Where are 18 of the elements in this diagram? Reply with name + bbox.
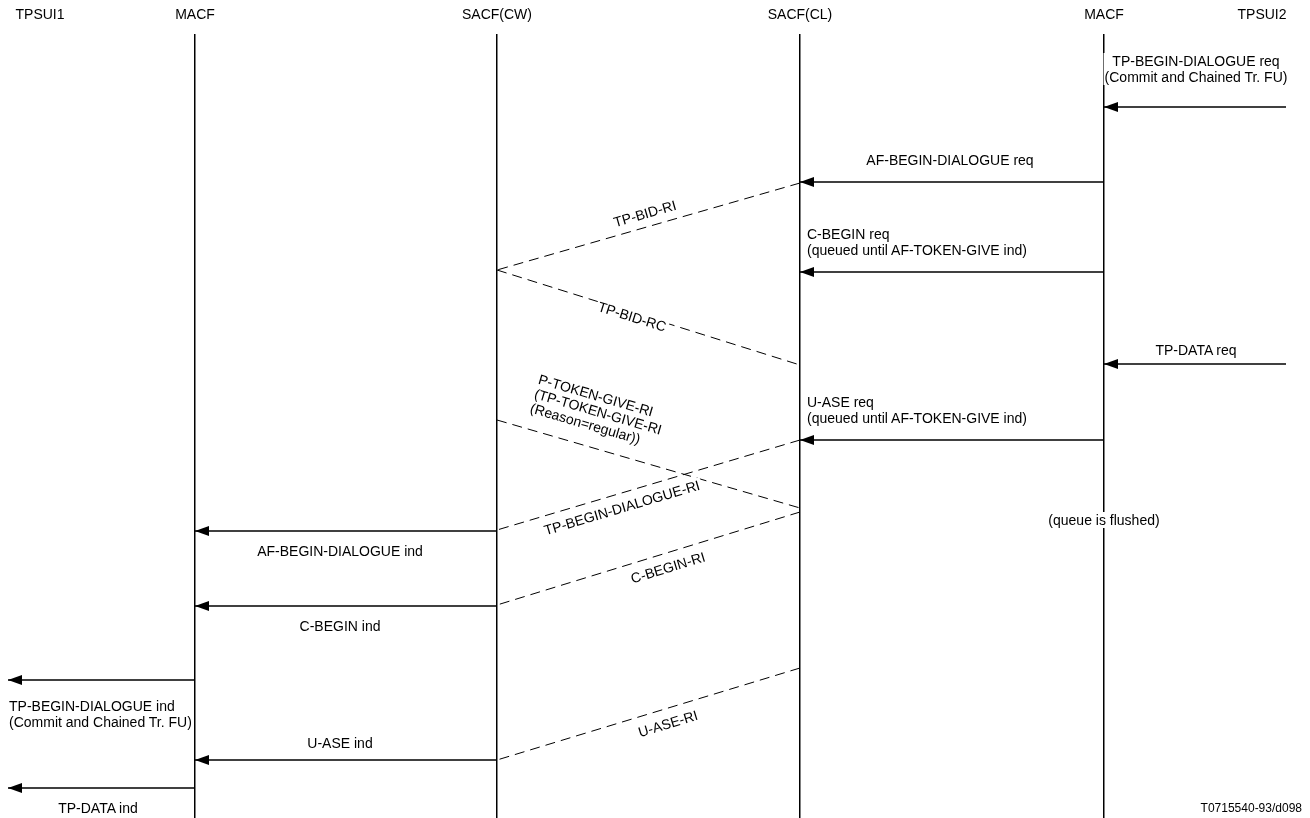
edge-label: TP-DATA req [1154,342,1238,358]
lifeline-header: MACF [173,6,217,22]
edge-label: AF-BEGIN-DIALOGUE req [865,152,1035,168]
figure-id: T0715540-93/d098 [1200,800,1302,816]
edge-label: C-BEGIN ind [298,618,382,634]
note-text: (queue is flushed) [1048,512,1160,528]
edge-label: TP-BEGIN-DIALOGUE req (Commit and Chained Tr. FU) [1103,53,1289,85]
lifeline-header: TPSUI2 [1237,6,1287,22]
edge-label: TP-BEGIN-DIALOGUE ind (Commit and Chained Tr. FU) [8,698,193,730]
edge-label: TP-DATA ind [57,800,139,816]
edge-label: U-ASE ind [306,735,374,751]
lifeline-header: SACF(CL) [765,6,835,22]
edge-label: AF-BEGIN-DIALOGUE ind [256,543,424,559]
edge-label: U-ASE req (queued until AF-TOKEN-GIVE ind) [806,394,1028,426]
edge-label: C-BEGIN req (queued until AF-TOKEN-GIVE ind) [806,226,1028,258]
lifeline-header: SACF(CW) [460,6,534,22]
lifeline-header: TPSUI1 [15,6,65,22]
lifeline-header: MACF [1082,6,1126,22]
